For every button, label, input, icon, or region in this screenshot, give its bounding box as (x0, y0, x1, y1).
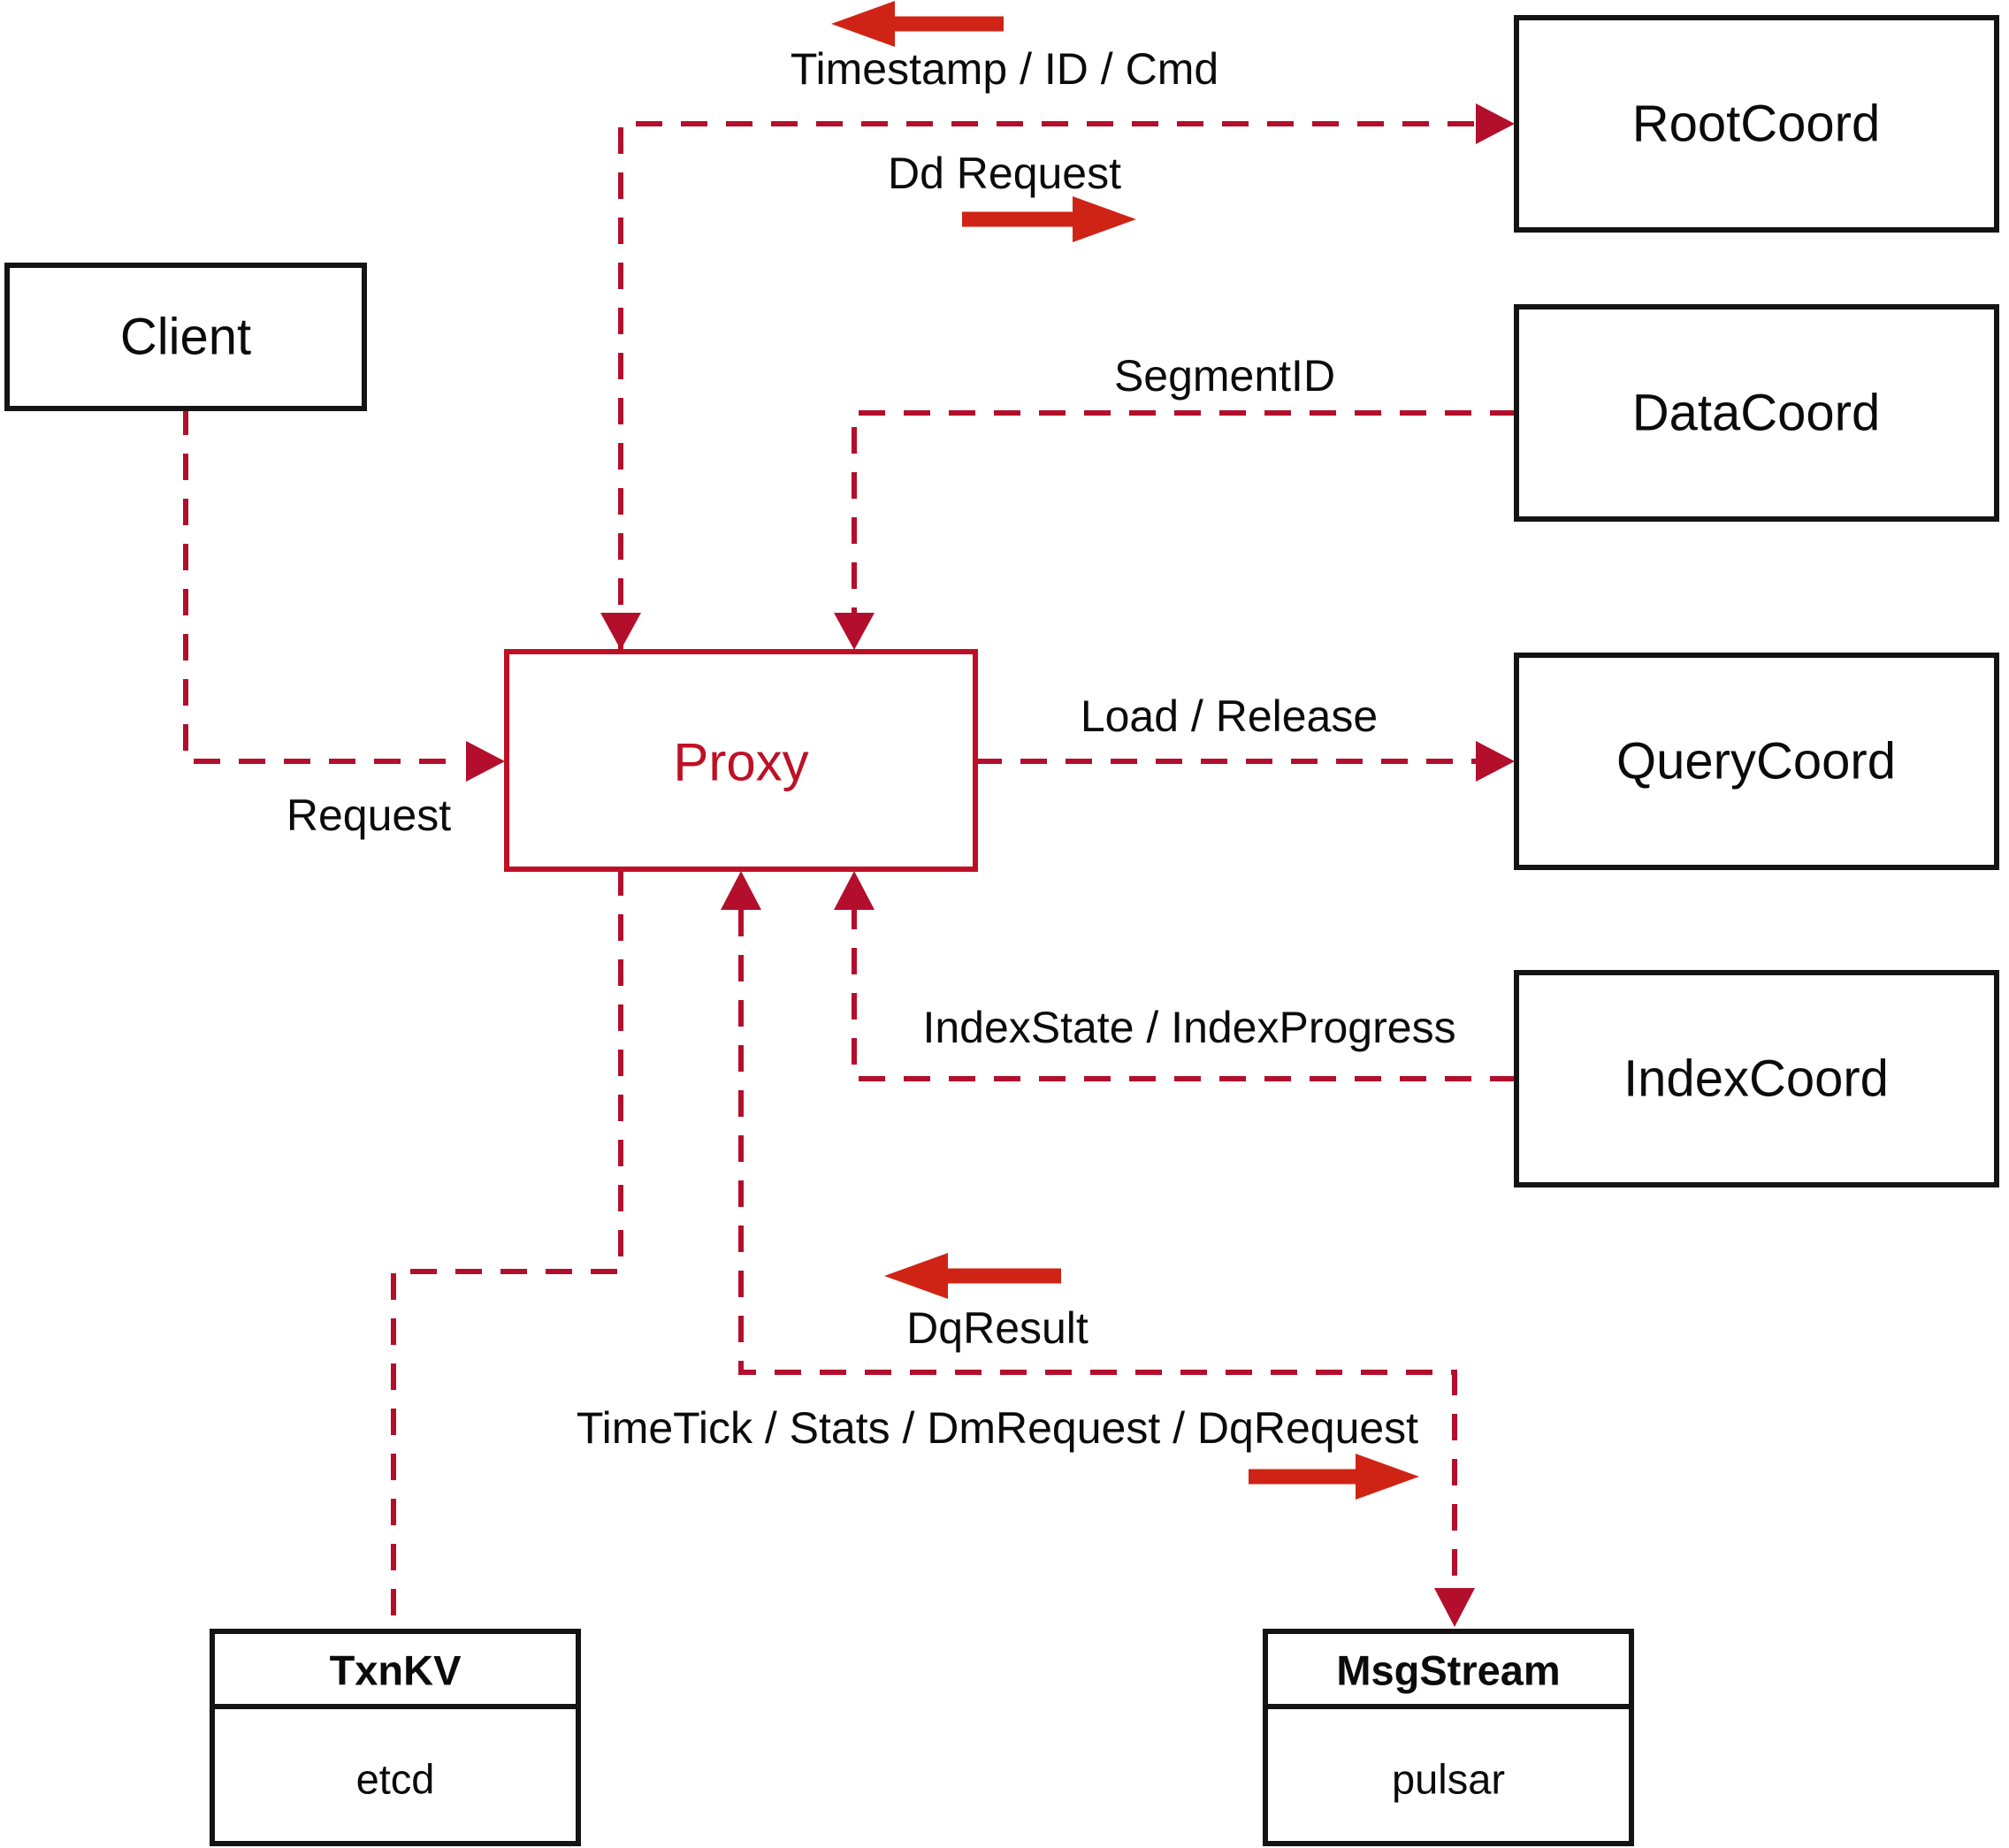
msgstream-title: MsgStream (1336, 1647, 1560, 1694)
arrowhead-into-querycoord-icon (1476, 741, 1515, 782)
edge-proxy-txnkv (391, 869, 623, 1631)
edge-label-dqresult: DqResult (906, 1303, 1089, 1353)
edge-label-request: Request (286, 790, 451, 840)
edge-label-timetick-stats: TimeTick / Stats / DmRequest / DqRequest (577, 1403, 1418, 1453)
client-label: Client (120, 309, 251, 366)
querycoord-node: QueryCoord (1514, 653, 1999, 870)
edge-label-dd-request: Dd Request (888, 149, 1121, 198)
txnkv-node: TxnKV etcd (210, 1629, 581, 1846)
arrow-left-timestamp-icon (831, 1, 1004, 47)
querycoord-label: QueryCoord (1616, 733, 1896, 790)
edge-proxy-rootcoord (600, 103, 1515, 650)
proxy-label: Proxy (673, 733, 808, 792)
arrowhead-into-proxy-top-right-icon (834, 613, 875, 650)
edge-datacoord-proxy (834, 410, 1516, 650)
edge-label-load-release: Load / Release (1081, 691, 1378, 741)
arrowhead-into-proxy-left-icon (466, 741, 505, 782)
edge-proxy-msgstream (721, 871, 1475, 1627)
arrowhead-into-proxy-top-left-icon (600, 613, 641, 650)
edge-proxy-txnkv-line (391, 869, 623, 1631)
txnkv-title: TxnKV (330, 1647, 462, 1694)
datacoord-node: DataCoord (1514, 304, 1999, 522)
edge-label-indexstate-indexprogress: IndexState / IndexProgress (922, 1003, 1455, 1052)
proxy-node: Proxy (504, 649, 978, 872)
rootcoord-node: RootCoord (1514, 15, 1999, 233)
edge-proxy-querycoord (975, 741, 1515, 782)
edge-client-proxy (183, 409, 505, 782)
txnkv-impl-label: etcd (356, 1756, 435, 1803)
edge-indexcoord-proxy-line (852, 910, 1516, 1081)
edge-proxy-msgstream-line (738, 910, 1457, 1588)
edge-proxy-rootcoord-line (618, 121, 1476, 650)
edge-label-timestamp-id-cmd: Timestamp / ID / Cmd (791, 44, 1218, 94)
arrow-right-dd-request-icon (962, 196, 1136, 242)
datacoord-label: DataCoord (1632, 385, 1880, 442)
edge-label-segmentid: SegmentID (1114, 351, 1335, 401)
edge-datacoord-proxy-line (852, 410, 1516, 613)
edge-indexcoord-proxy (834, 871, 1516, 1081)
indexcoord-label: IndexCoord (1623, 1050, 1889, 1108)
arrowhead-into-proxy-bottom-left-icon (721, 871, 761, 910)
arrowhead-into-rootcoord-icon (1476, 103, 1515, 144)
arrowhead-into-proxy-bottom-right-icon (834, 871, 875, 910)
client-node: Client (4, 263, 367, 411)
arrow-right-timetick-icon (1249, 1454, 1419, 1500)
msgstream-impl-label: pulsar (1392, 1756, 1505, 1803)
indexcoord-node: IndexCoord (1514, 970, 1999, 1187)
edge-client-proxy-line (183, 409, 464, 764)
arrow-left-dqresult-icon (884, 1253, 1061, 1299)
msgstream-node: MsgStream pulsar (1263, 1629, 1634, 1846)
rootcoord-label: RootCoord (1632, 95, 1880, 153)
arrowhead-into-msgstream-icon (1434, 1588, 1475, 1627)
